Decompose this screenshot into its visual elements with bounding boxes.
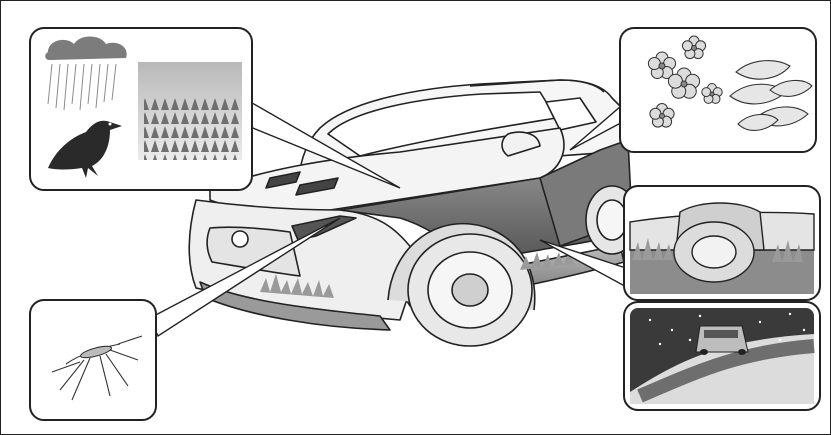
insect-panel: [30, 300, 156, 420]
weather-birds-trees-panel: [30, 28, 252, 190]
forest-icon: [138, 62, 242, 160]
car-on-snowy-road-icon: [630, 308, 814, 404]
blossoms-leaves-panel: [620, 28, 816, 152]
road-splash-panel: [624, 186, 820, 300]
snow-road-panel: [624, 302, 820, 410]
